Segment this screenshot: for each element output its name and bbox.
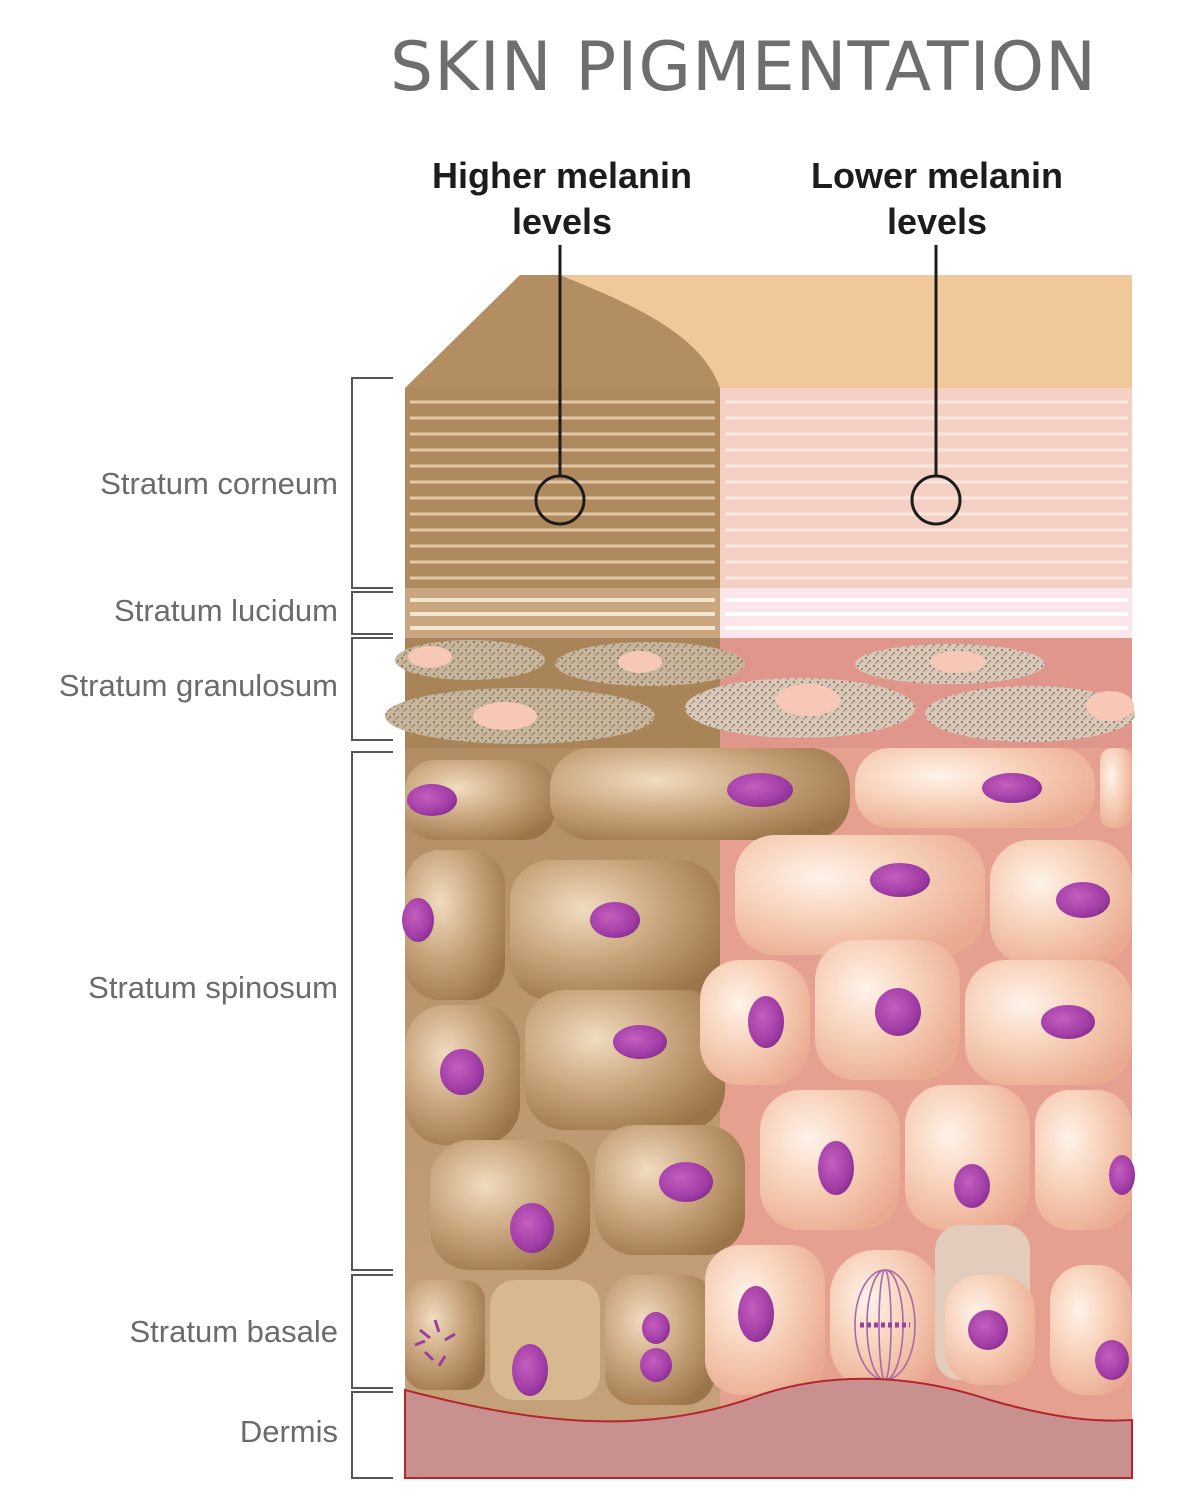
diagram-title: SKIN PIGMENTATION: [390, 28, 1098, 107]
cell-nuclei: [402, 773, 1135, 1396]
layer-brackets: [351, 377, 393, 1479]
label-stratum-basale: Stratum basale: [129, 1314, 339, 1349]
callout-lower-melanin: Lower melanin levels: [810, 155, 1064, 242]
callout-higher-melanin: Higher melanin levels: [431, 155, 693, 242]
spinosum-light-cells: [700, 748, 1132, 1230]
label-dermis: Dermis: [239, 1414, 338, 1449]
stratum-corneum-layer: [405, 388, 1132, 588]
chromosomes-cluster: [414, 1319, 456, 1367]
stratum-granulosum-layer: [385, 638, 1135, 748]
dermis-layer: [404, 1377, 1133, 1479]
callout-pointers: [534, 245, 962, 526]
pigmented-surface-patch: [405, 275, 720, 388]
label-stratum-spinosum: Stratum spinosum: [88, 970, 338, 1005]
label-stratum-granulosum: Stratum granulosum: [58, 668, 338, 703]
label-stratum-lucidum: Stratum lucidum: [114, 593, 338, 628]
label-stratum-corneum: Stratum corneum: [100, 466, 338, 501]
stratum-lucidum-layer: [405, 588, 1132, 638]
